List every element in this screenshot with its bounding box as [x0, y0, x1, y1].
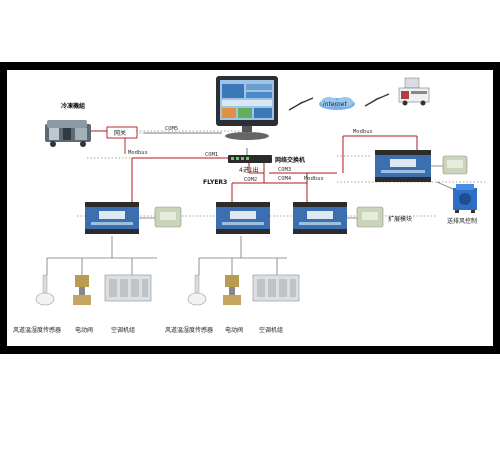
electric-valve-icon [73, 275, 91, 305]
chiller-unit-icon [45, 120, 91, 147]
label-valve-2: 电动阀 [225, 326, 243, 334]
air-handling-unit-icon [104, 274, 152, 302]
label-com5: COM5 [165, 126, 178, 132]
diagram-canvas: 冷凍機組 网关 COM5 internet Modbus COM1 网络交换机 … [7, 70, 493, 346]
label-modbus-right: Modbus [353, 129, 373, 135]
diagram-frame: 冷凍機組 网关 COM5 internet Modbus COM1 网络交换机 … [0, 62, 500, 354]
fan-unit-icon [453, 184, 477, 213]
io-module-icon [356, 206, 384, 228]
label-expansion: 扩展模块 [388, 215, 412, 223]
io-module-icon [442, 155, 468, 175]
label-modbus-mid: Modbus [304, 176, 324, 182]
label-com2: COM2 [244, 177, 257, 183]
computer-monitor-icon [216, 76, 278, 140]
label-ahu-2: 空调机组 [259, 326, 283, 334]
label-com1: COM1 [205, 152, 218, 158]
label-sensor-1: 风道温湿度传感器 [13, 326, 61, 334]
label-chiller: 冷凍機組 [61, 102, 85, 110]
label-com4: COM4 [278, 176, 292, 182]
internet-cloud-icon [319, 97, 355, 110]
duct-sensor-icon [35, 274, 55, 306]
label-gateway: 网关 [114, 129, 126, 137]
duct-sensor-icon [187, 274, 207, 306]
lightning-icon [288, 93, 390, 111]
electric-valve-icon [223, 275, 241, 305]
io-module-icon [154, 206, 182, 228]
air-handling-unit-icon [252, 274, 300, 302]
label-flyer3: FLYER3 [203, 179, 227, 186]
server-truck-icon [398, 77, 430, 106]
ddc-controller-icon [293, 202, 347, 234]
label-fan-control: 送排风控制 [447, 217, 477, 225]
label-internet: internet [323, 101, 347, 108]
label-four-in-one-out: 4进1出 [239, 166, 259, 174]
ddc-controller-icon [216, 202, 270, 234]
network-diagram: 冷凍機組 网关 COM5 internet Modbus COM1 网络交换机 … [13, 76, 487, 334]
label-ahu-1: 空调机组 [111, 326, 135, 334]
ddc-controller-icon [375, 150, 431, 182]
network-switch [228, 155, 272, 163]
label-modbus-left: Modbus [128, 150, 148, 156]
label-sensor-2: 风道温湿度传感器 [165, 326, 213, 334]
gateway-box [106, 126, 138, 139]
label-switch: 网络交换机 [275, 156, 305, 164]
link-fan [436, 181, 456, 191]
ddc-controller-icon [85, 202, 139, 234]
label-valve-1: 电动阀 [75, 326, 93, 334]
label-com3: COM3 [278, 167, 291, 173]
